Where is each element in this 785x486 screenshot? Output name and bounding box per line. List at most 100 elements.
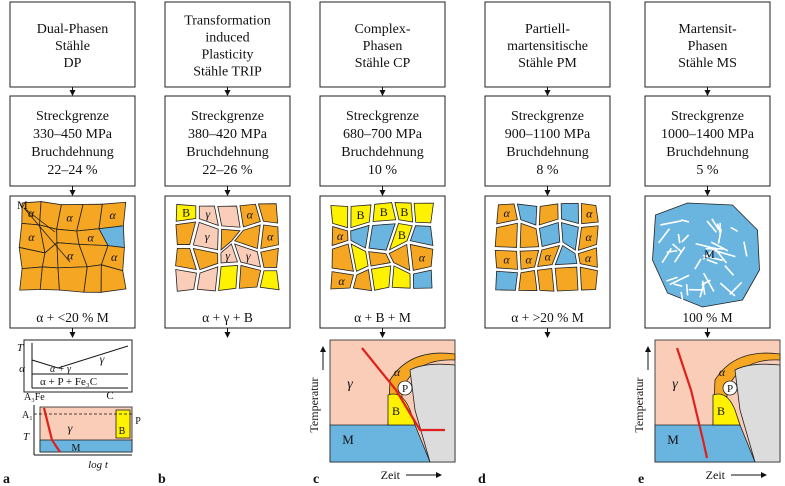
grain [196, 266, 219, 292]
grain [220, 243, 239, 264]
martensite-needle [711, 218, 720, 231]
grain [175, 247, 197, 270]
property-line: Bruchdehnung [341, 145, 423, 160]
grain [192, 247, 219, 271]
phase-label: α [419, 251, 426, 265]
cooling-path [675, 347, 709, 459]
phase-label: α [545, 250, 552, 264]
title-line: Stähle TRIP [193, 65, 262, 80]
label-m: M [342, 432, 354, 447]
grain [370, 265, 392, 291]
grain [257, 203, 279, 224]
grain [391, 265, 411, 289]
cooling-path [361, 347, 445, 432]
grain [217, 205, 241, 228]
martensite-area [39, 439, 133, 453]
martensite-needle [719, 282, 736, 297]
label-b: B [119, 426, 126, 437]
martensite-needle [706, 258, 718, 265]
grain [516, 203, 538, 226]
grain [538, 203, 559, 226]
property-line: Streckgrenze [511, 109, 584, 124]
properties-box [644, 95, 771, 187]
grain [409, 225, 434, 247]
title-box [9, 1, 136, 88]
grain [350, 204, 372, 229]
column-letter: bTαγα + γα + P + Fe₃CA₃AₑCA₃FeA₁TγMBPlog… [158, 472, 166, 486]
phase-label: α [111, 250, 118, 264]
grain [577, 225, 599, 251]
martensite-needle [658, 228, 671, 244]
arrow-micro-head [379, 332, 386, 338]
arrow-props-head [224, 190, 231, 196]
property-line: Streckgrenze [346, 109, 419, 124]
property-line: Bruchdehnung [506, 145, 588, 160]
microstructure-label: α + >20 % M [511, 310, 584, 325]
grain [239, 203, 261, 228]
axis-label-temperatur: Temperatur [307, 377, 321, 432]
property-line: 380–420 MPa [188, 127, 268, 142]
grain [238, 264, 262, 289]
phase-label: α [247, 208, 254, 222]
title-line: Martensit- [678, 22, 737, 37]
grain [260, 224, 279, 250]
phase-label: α [525, 252, 532, 266]
grain [580, 203, 599, 225]
title-line: Stähle MS [678, 56, 737, 71]
phase-label: B [400, 205, 408, 219]
grain [519, 249, 540, 270]
phase-label: α [337, 229, 344, 243]
grain [259, 270, 280, 291]
martensite-needle [699, 283, 705, 298]
grain [39, 266, 60, 291]
martensite-needle [701, 279, 711, 286]
label-p: P [135, 416, 141, 427]
axis-arrow-right-head [436, 472, 442, 478]
microstructure-dp: αααααααM [17, 198, 127, 293]
grain [192, 221, 219, 251]
label-m: M [72, 443, 81, 454]
phase-label: α [28, 230, 35, 244]
label-alpha-gamma: α + γ [50, 364, 72, 375]
grain [560, 222, 579, 251]
title-line: Phasen [688, 39, 728, 54]
label-alpha: α [394, 365, 401, 379]
arrow-props-head [704, 190, 711, 196]
properties-box [164, 95, 291, 187]
phase-label: α [338, 274, 345, 288]
grain [518, 269, 538, 291]
grain [260, 247, 279, 268]
martensite-needle [660, 220, 682, 226]
grain [330, 205, 349, 229]
grain [352, 268, 373, 292]
grain [330, 271, 354, 290]
martensite-needle [743, 241, 748, 257]
label-p: P [727, 383, 733, 395]
title-line: Complex- [355, 22, 411, 37]
grain [413, 202, 434, 224]
arrow-title-head [544, 90, 551, 96]
grain [198, 205, 219, 227]
phase-diagram-frame [23, 339, 133, 393]
phase-label: α [66, 210, 73, 224]
axis-label-logt: log t [88, 459, 109, 471]
grain [175, 221, 197, 245]
phase-label: α [267, 229, 274, 243]
grain [218, 264, 238, 292]
property-line: Bruchdehnung [666, 145, 748, 160]
title-line: Partiell- [525, 22, 570, 37]
grain [350, 243, 369, 272]
axis-arrow-right-head [761, 472, 767, 478]
phase-label: α [28, 206, 35, 220]
arrow-micro-head [69, 332, 76, 338]
phase-label: B [357, 208, 365, 222]
grain [368, 223, 396, 251]
grain [57, 266, 88, 293]
property-line: 1000–1400 MPa [661, 127, 755, 142]
label-m: M [667, 432, 679, 447]
